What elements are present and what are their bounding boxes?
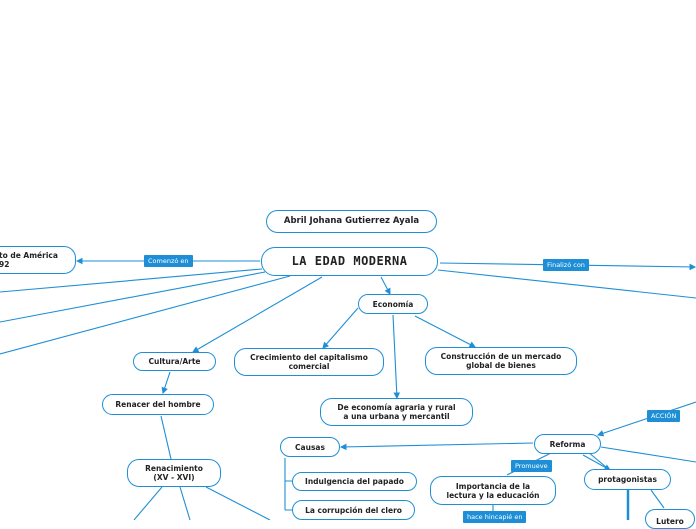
link-economia-crecimiento [322,307,359,349]
node-renacimiento[interactable]: Renacimiento (XV - XVI) [127,459,221,487]
node-renacer[interactable]: Renacer del hombre [102,394,214,415]
link-reforma-protagonistas [582,454,611,471]
node-lutero[interactable]: Lutero [645,509,695,529]
tag-hace: hace hincapié en [463,511,527,523]
link-central-economia [380,276,391,295]
node-reforma[interactable]: Reforma [534,434,601,454]
node-economia[interactable]: Economía [358,294,428,314]
tag-finalizo: Finalizó con [543,259,589,271]
link-central-cultura [192,276,323,353]
node-crecimiento[interactable]: Crecimiento del capitalismo comercial [234,348,384,376]
central-topic[interactable]: LA EDAD MODERNA [261,247,438,276]
author-node[interactable]: Abril Johana Gutierrez Ayala [266,210,437,233]
link-reforma-causas [339,442,534,451]
node-protagonistas[interactable]: protagonistas [584,469,671,490]
link-economia-construccion [414,315,476,348]
link-protagonistas-lutero [650,489,665,509]
link-causas-bracket [284,458,292,511]
link-renacer-renacimiento [160,415,172,460]
node-importancia[interactable]: Importancia de la lectura y la educación [430,476,556,505]
link-central-right-2 [437,269,696,299]
link-cultura-renacer [161,371,171,395]
link-reforma-protagonistas-2 [587,451,607,468]
node-indulgencia[interactable]: Indulgencia del papado [292,472,417,491]
tag-comenzo: Comenzó en [144,255,193,267]
link-renacimiento-down-1 [133,486,163,520]
link-renacimiento-down-2 [179,486,191,520]
node-agraria[interactable]: De economía agraria y rural a una urbana… [320,398,473,426]
node-descubrimiento[interactable]: to de América 92 [0,246,76,274]
link-central-left-1 [0,268,263,293]
node-cultura[interactable]: Cultura/Arte [133,352,216,371]
tag-accion: ACCIÓN [647,410,681,422]
link-central-left-3 [0,275,291,355]
link-central-left-2 [0,271,266,323]
link-renacimiento-down-3 [205,486,271,520]
tag-promueve: Promueve [511,460,552,472]
link-reforma-right [600,446,696,463]
link-economia-agraria [392,314,401,400]
node-corrupcion[interactable]: La corrupción del clero [292,500,415,520]
node-causas[interactable]: Causas [280,437,340,457]
node-construccion[interactable]: Construcción de un mercado global de bie… [425,347,577,375]
